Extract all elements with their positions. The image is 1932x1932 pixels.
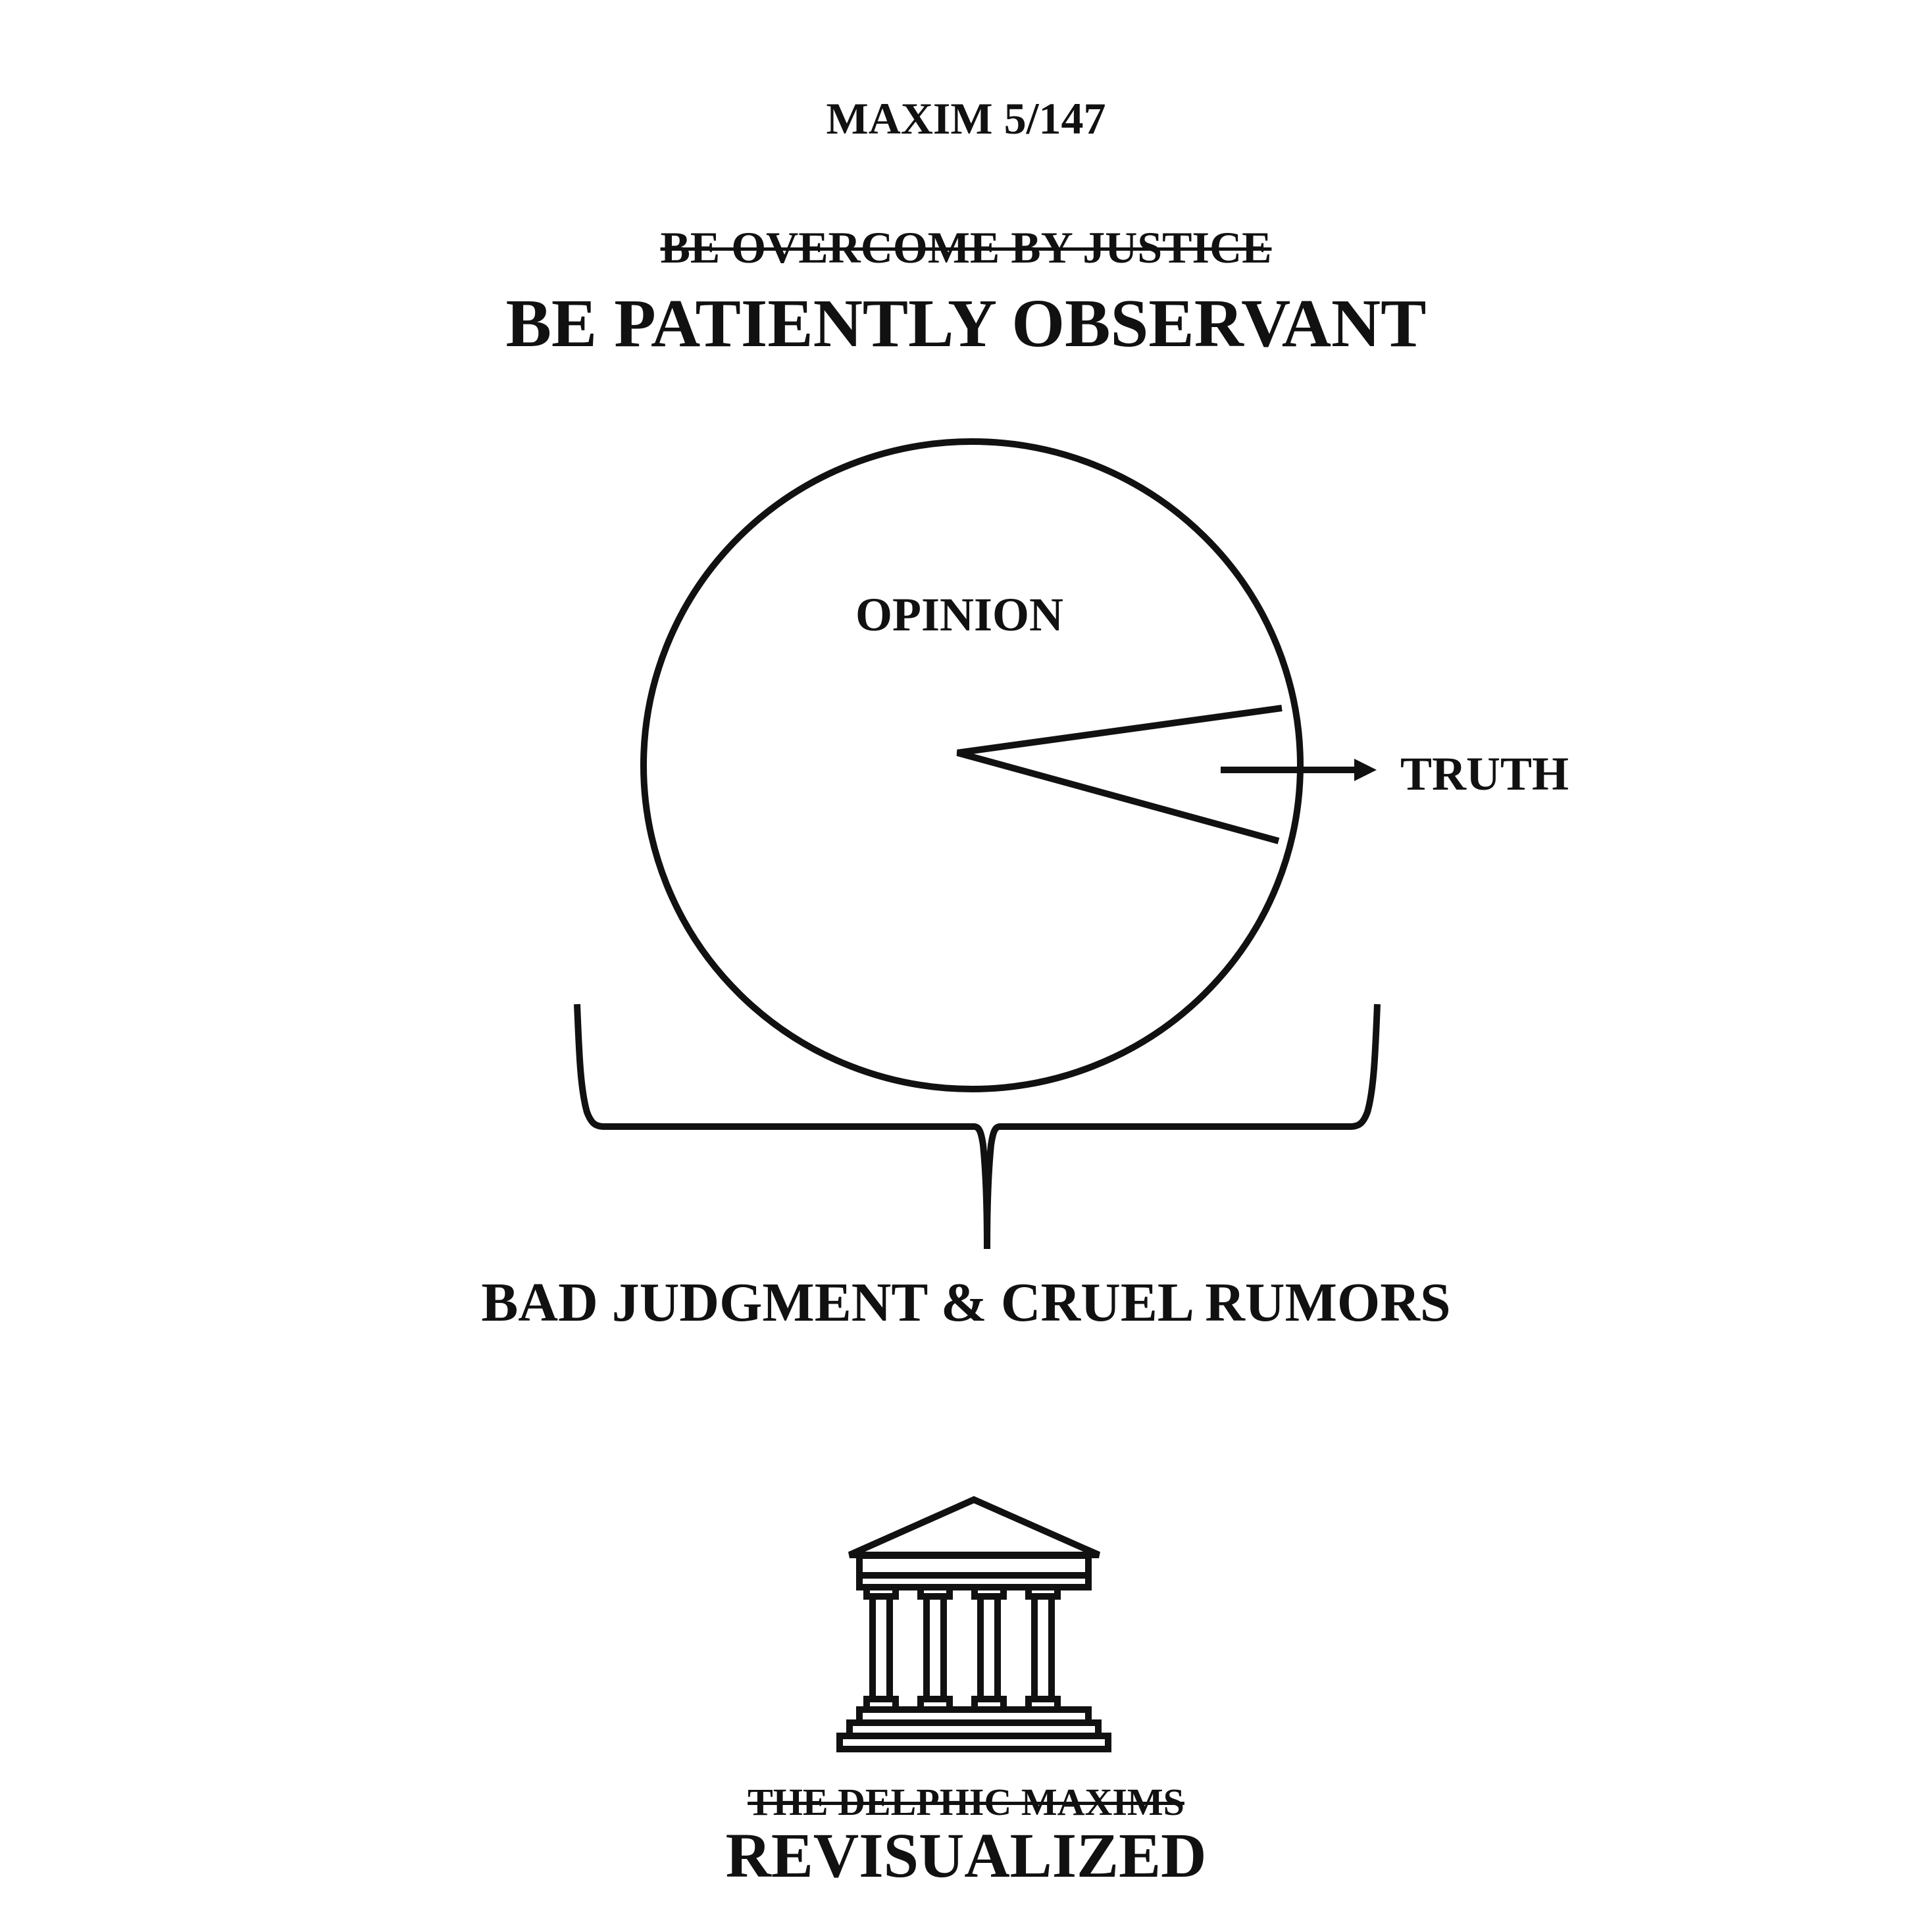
opinion-label: OPINION	[855, 588, 1064, 641]
series-struck-title: THE DELPHIC MAXIMS	[748, 1781, 1184, 1823]
temple-column-3	[971, 1584, 1007, 1713]
temple-column-1	[863, 1584, 899, 1713]
greek-temple-icon	[836, 1496, 1111, 1752]
truth-wedge	[956, 705, 1283, 844]
temple-column-4	[1025, 1584, 1061, 1713]
bracket-label: BAD JUDGMENT & CRUEL RUMORS	[481, 1272, 1451, 1333]
truth-arrowhead	[1354, 759, 1377, 781]
curly-bracket	[574, 1004, 1381, 1250]
struck-original-maxim: BE OVERCOME BY JUSTICE	[660, 222, 1272, 272]
truth-label: TRUTH	[1400, 748, 1569, 800]
maxim-number: MAXIM 5/147	[826, 93, 1106, 143]
opinion-circle	[640, 438, 1304, 1092]
series-title: REVISUALIZED	[725, 1820, 1207, 1891]
temple-column-2	[917, 1584, 953, 1713]
revised-maxim-title: BE PATIENTLY OBSERVANT	[505, 286, 1427, 361]
